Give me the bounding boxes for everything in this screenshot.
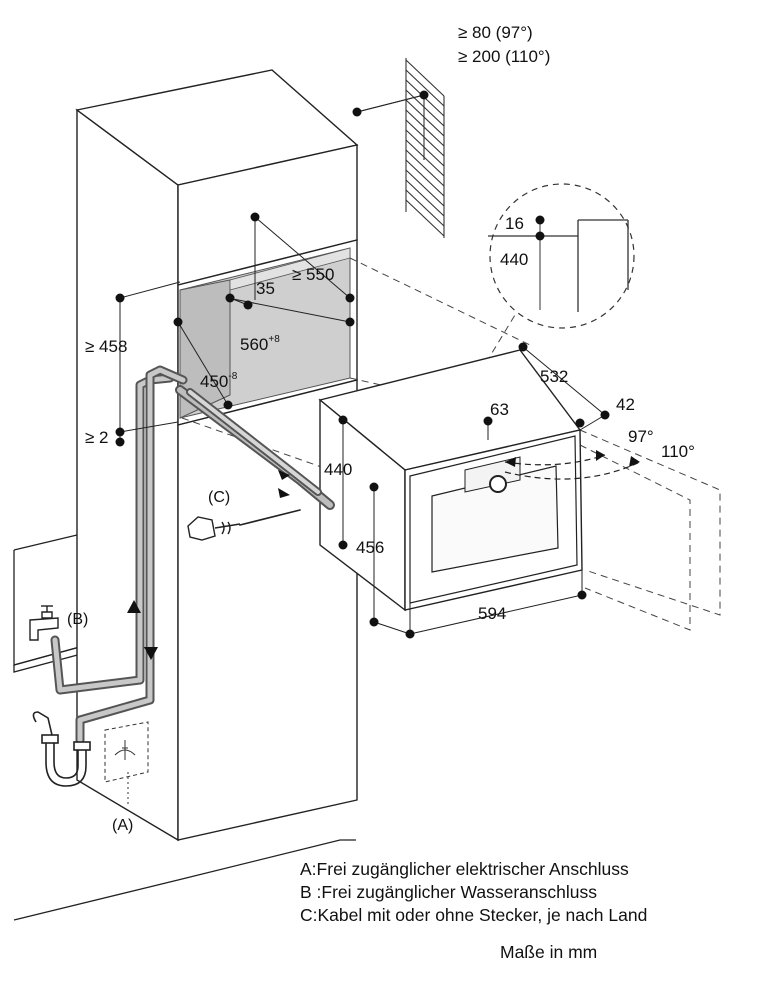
legend-text: Frei zugänglicher elektrischer Anschluss: [316, 859, 629, 879]
water-tap-icon: [29, 605, 59, 641]
dimension-points: [115, 90, 610, 639]
tall-cabinet: [75, 69, 359, 842]
callout-c: (C): [208, 489, 230, 506]
door-angle-110-label: 110°: [661, 442, 695, 461]
niche-width-tolerance: +8: [268, 334, 280, 345]
flow-arrows: [127, 470, 290, 660]
appliance-depth-label: 532: [540, 367, 568, 386]
legend-key: C:: [300, 905, 318, 925]
electrical-outlet-icon: [104, 721, 149, 805]
clearance-label-110: ≥ 200 (110°): [458, 47, 550, 66]
appliance-width-label: 594: [478, 604, 506, 623]
niche-offset-label: 35: [256, 279, 275, 298]
drain-siphon-icon: [32, 711, 91, 787]
appliance-panel-offset-label: 63: [490, 400, 509, 419]
callout-a: (A): [112, 817, 133, 834]
detail-gap-label: 16: [505, 214, 524, 233]
appliance-front-depth-label: 42: [616, 395, 635, 414]
appliance-front-height-label: 456: [356, 538, 384, 557]
legend-key: A:: [300, 859, 317, 879]
door-angle-97-label: 97°: [628, 427, 654, 446]
legend-item-b: B :Frei zugänglicher Wasseranschluss: [300, 881, 647, 904]
legend-key: B :: [300, 882, 322, 902]
legend-item-c: C:Kabel mit oder ohne Stecker, je nach L…: [300, 904, 647, 927]
niche-interior: [179, 247, 351, 419]
niche-width-value: 560: [240, 335, 268, 354]
niche-height-label: 450-8: [200, 371, 238, 391]
callout-b: (B): [67, 611, 88, 628]
niche-gap-label: ≥ 2: [85, 428, 109, 447]
legend-text: Frei zugänglicher Wasseranschluss: [321, 882, 597, 902]
niche-width-label: 560+8: [240, 334, 280, 354]
niche-floor-height-label: ≥ 458: [85, 337, 127, 356]
power-plug-icon: [187, 516, 241, 541]
legend-item-a: A:Frei zugänglicher elektrischer Anschlu…: [300, 858, 647, 881]
legend: A:Frei zugänglicher elektrischer Anschlu…: [300, 858, 647, 927]
niche-depth-label: ≥ 550: [292, 265, 334, 284]
appliance-body-height-label: 440: [324, 460, 352, 479]
door-swing-arrowheads: [505, 450, 640, 467]
clearance-label-97: ≥ 80 (97°): [458, 23, 533, 42]
units-note: Maße in mm: [500, 942, 598, 962]
oven-appliance: [318, 349, 583, 612]
hoses: [50, 365, 335, 745]
detail-height-label: 440: [500, 250, 528, 269]
legend-text: Kabel mit oder ohne Stecker, je nach Lan…: [317, 905, 648, 925]
niche-height-tolerance: -8: [228, 371, 237, 382]
door-swing-arrows: [504, 454, 641, 480]
niche-height-value: 450: [200, 372, 228, 391]
ventilation-hatching: [356, 58, 445, 238]
